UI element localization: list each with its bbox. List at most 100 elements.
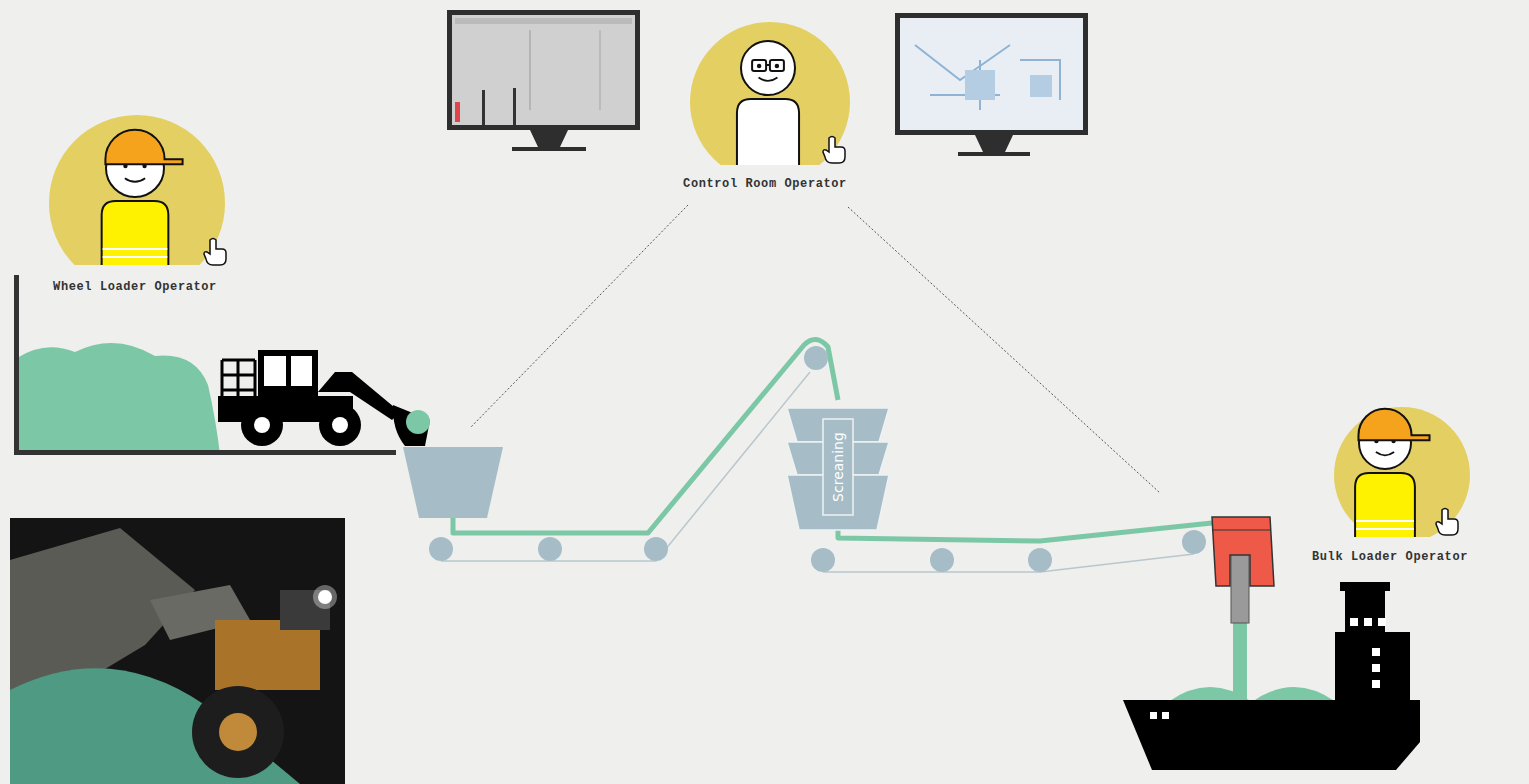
operator-disc [49, 115, 225, 265]
hand-icon [823, 137, 845, 164]
monitor-screen [452, 15, 635, 125]
ship-bridge [1345, 590, 1385, 635]
operator-eye [775, 64, 779, 68]
reflective-stripe [103, 256, 168, 258]
monitor-stand [512, 130, 586, 151]
operator-figure [660, 15, 870, 200]
operator-head [741, 41, 795, 95]
wheel-hub [332, 417, 348, 433]
screen-diagram [1030, 75, 1052, 97]
reflective-stripe [1356, 520, 1414, 522]
roller [1182, 530, 1206, 554]
operator-smile [125, 178, 145, 182]
bay-wall [14, 275, 19, 455]
loader-wheel [319, 404, 361, 446]
right-monitor [895, 13, 1088, 156]
dotted-link [470, 205, 688, 428]
photo-background [10, 518, 345, 784]
monitor-stand [958, 135, 1030, 156]
ship-window [1372, 648, 1380, 656]
reflective-stripe [1356, 528, 1414, 530]
bulk-loader-head [1212, 517, 1274, 586]
hand-icon [204, 239, 226, 266]
photo-light [318, 590, 332, 604]
operator-disc [1334, 407, 1470, 537]
roller [644, 537, 668, 561]
loader-edge [1212, 530, 1270, 531]
roller [930, 548, 954, 572]
wheel-loader [218, 350, 430, 446]
bucket-load [406, 410, 430, 434]
operator-glasses [770, 60, 784, 71]
rollers [429, 346, 1206, 572]
photo-hub [219, 713, 257, 751]
screen-line [600, 30, 601, 110]
operator-label: Wheel Loader Operator [30, 280, 240, 294]
site-photo [10, 518, 345, 784]
operator-label: Control Room Operator [660, 177, 870, 191]
roller [538, 537, 562, 561]
screening-box: Screaning [787, 405, 889, 535]
loader-cab [258, 350, 318, 398]
roller [811, 548, 835, 572]
ship-window [1372, 680, 1380, 688]
operator-smile [759, 77, 778, 80]
loader-bucket [393, 405, 430, 446]
loader-spout [1231, 553, 1249, 623]
monitor-frame [447, 10, 640, 130]
hard-hat [105, 130, 182, 165]
conveyor-belt [838, 523, 1212, 541]
operator-figure [1290, 395, 1490, 570]
operator-disc [690, 22, 850, 165]
left-monitor [447, 10, 640, 151]
screen-bar [455, 18, 632, 24]
screen-diagram [965, 70, 995, 100]
screen-panel [823, 419, 853, 515]
screening-label: Screaning [823, 419, 853, 515]
operator-node: Bulk Loader Operator [1290, 395, 1490, 570]
operator-node: Control Room Operator [660, 15, 870, 200]
ship-window [1372, 664, 1380, 672]
bay-floor [14, 450, 396, 455]
ship-window [1150, 712, 1157, 719]
ship-window [1350, 618, 1358, 626]
operator-body [1355, 473, 1415, 537]
operator-body [737, 99, 799, 165]
operator-label: Bulk Loader Operator [1290, 550, 1490, 564]
ship-window [1364, 618, 1372, 626]
ship-roof [1340, 582, 1390, 591]
reflective-stripe [103, 248, 168, 250]
operator-figure [30, 115, 240, 300]
hard-hat [1358, 409, 1429, 440]
screen-bar [513, 88, 516, 125]
operator-node: Wheel Loader Operator [30, 115, 240, 300]
screen-mark [455, 102, 460, 122]
screen-bar [482, 90, 485, 125]
operator-body [102, 201, 169, 265]
ship-hull [1123, 700, 1420, 770]
cargo-pile [1252, 687, 1336, 702]
material-stream [1233, 620, 1247, 700]
stockpile [17, 343, 220, 455]
screen-line [530, 30, 531, 110]
dotted-link [848, 207, 1160, 493]
roller [1028, 548, 1052, 572]
photo-wheel [192, 686, 284, 778]
operator-eye [757, 64, 761, 68]
operator-glasses [766, 64, 770, 66]
photo-loader-body [215, 620, 320, 690]
ship [1123, 582, 1420, 770]
ship-window [1378, 618, 1386, 626]
loader-wheel [241, 404, 283, 446]
monitor-screen [900, 18, 1083, 130]
monitor-frame [895, 13, 1088, 135]
wheel-hub [254, 417, 270, 433]
photo-glow [313, 585, 337, 609]
roller [429, 537, 453, 561]
conveyor-belt [453, 339, 838, 533]
loader-window [264, 356, 286, 386]
roller [804, 346, 828, 370]
screen-diagram [915, 45, 1060, 110]
